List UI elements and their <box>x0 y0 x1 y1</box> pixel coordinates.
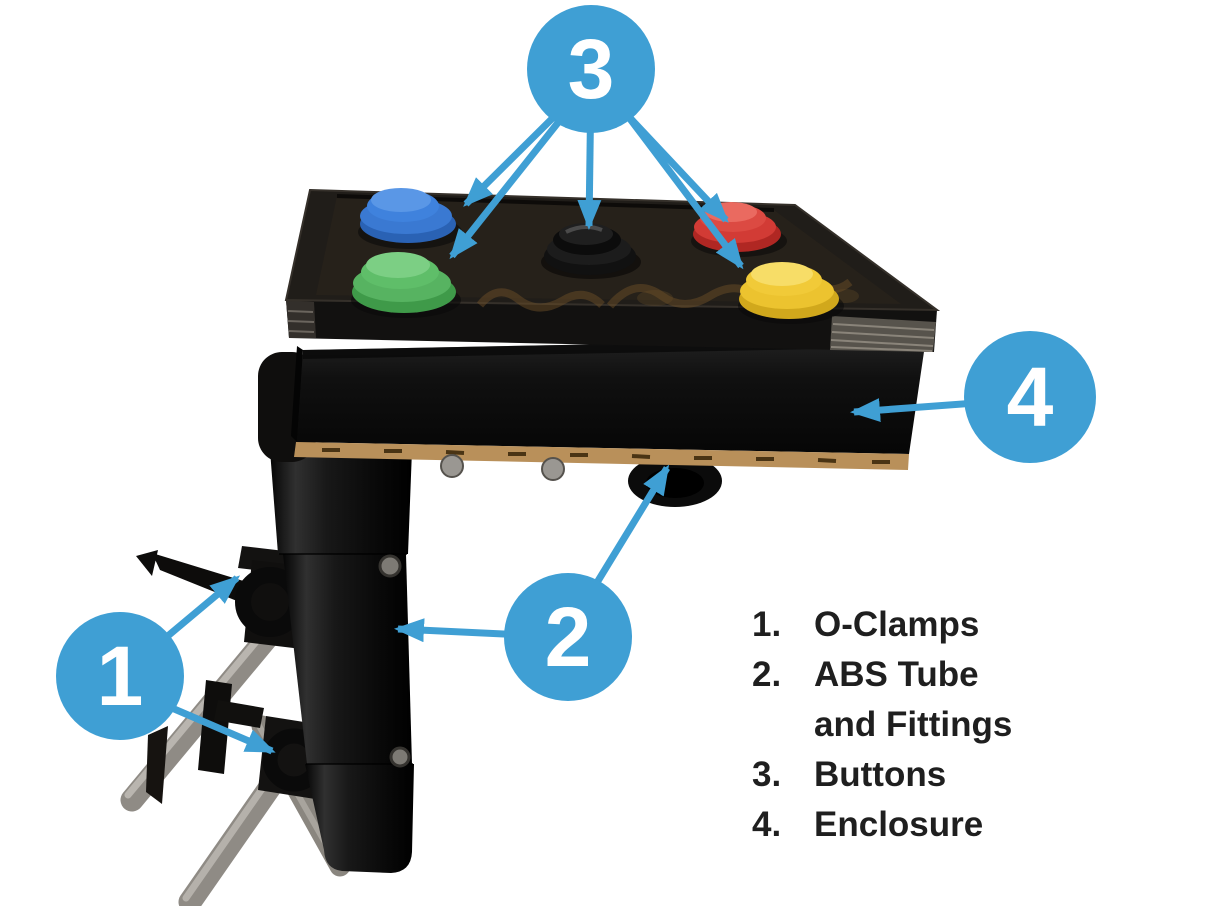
legend-item-1-label: O-Clamps <box>814 605 980 644</box>
lid-corner-texture-left <box>286 300 316 338</box>
clamp-upper-lever-tip <box>136 550 158 576</box>
button-blue <box>358 188 462 249</box>
callout-3-number: 3 <box>567 22 615 116</box>
callout-1-number: 1 <box>96 629 144 723</box>
callout-2-number: 2 <box>544 590 592 684</box>
abs-tube <box>270 450 414 873</box>
plywood-dashes <box>322 448 890 464</box>
legend-item-4-number: 4. <box>752 805 782 844</box>
tube-top-fitting <box>270 450 412 554</box>
button-yellow <box>738 262 844 324</box>
tube-bottom-coupler <box>305 764 414 873</box>
button-green <box>351 252 461 318</box>
callout-4-number: 4 <box>1006 350 1054 444</box>
button-black <box>541 223 641 279</box>
box-left-side <box>291 346 303 442</box>
legend-item-2-label: ABS Tube and Fittings <box>814 655 1013 744</box>
callout-1: 1 <box>56 612 184 740</box>
legend-item-3-number: 3. <box>752 755 782 794</box>
callout-3: 3 <box>527 5 655 133</box>
box-plywood-strip <box>294 442 909 470</box>
arrow-to-yellow-button <box>609 92 744 270</box>
mount-nut-right <box>541 457 565 481</box>
legend-item-2-number: 2. <box>752 655 782 694</box>
lid-texture-right-lines <box>830 323 935 352</box>
callout-2: 2 <box>504 573 632 701</box>
tube-bolt-upper <box>378 554 402 578</box>
lid-texture-left-lines <box>287 310 315 333</box>
legend-item-1-number: 1. <box>752 605 782 644</box>
mount-nut-left <box>440 454 464 478</box>
callout-4: 4 <box>964 331 1096 463</box>
lid-flame-blob-1 <box>637 290 673 306</box>
frame-blade <box>146 726 168 804</box>
clamp-lower-arm <box>214 700 264 728</box>
enclosure-box <box>291 338 926 481</box>
legend: 1. O-Clamps 2. ABS Tube and Fittings 3. … <box>752 600 1052 850</box>
legend-item-4-label: Enclosure <box>814 805 984 844</box>
box-front-face <box>297 338 926 454</box>
tube-body <box>283 554 412 764</box>
tube-bolt-lower <box>389 746 411 768</box>
legend-item-3-label: Buttons <box>814 755 947 794</box>
